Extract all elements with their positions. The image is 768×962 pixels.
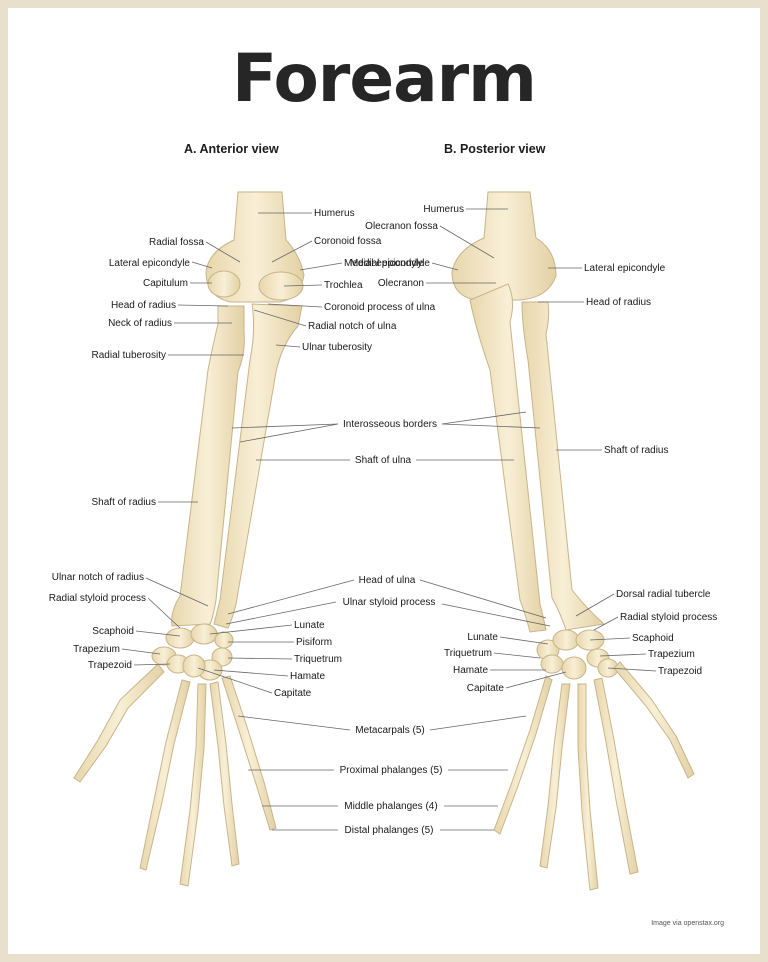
- label-ulnar-tuberosity: Ulnar tuberosity: [302, 342, 372, 353]
- label-head-of-ulna: Head of ulna: [359, 575, 416, 586]
- posterior-carpals: [536, 629, 619, 680]
- label-ulnar-styloid: Ulnar styloid process: [343, 597, 436, 608]
- label-capitate-posterior: Capitate: [467, 683, 505, 694]
- label-proximal-phalanges: Proximal phalanges (5): [340, 765, 443, 776]
- label-radial-styloid-anterior: Radial styloid process: [49, 593, 146, 604]
- label-olecranon-fossa: Olecranon fossa: [365, 221, 438, 232]
- label-interosseous-borders: Interosseous borders: [343, 419, 437, 430]
- label-radial-styloid-posterior: Radial styloid process: [620, 612, 717, 623]
- label-shaft-of-radius-posterior: Shaft of radius: [604, 445, 668, 456]
- label-triquetrum-posterior: Triquetrum: [444, 648, 492, 659]
- anterior-fingers: [73, 663, 277, 887]
- anterior-view-heading: A. Anterior view: [184, 142, 279, 156]
- label-coronoid-process: Coronoid process of ulna: [324, 302, 436, 313]
- label-medial-epicondyle-posterior: Medial epicondyle: [350, 258, 430, 269]
- label-radial-fossa: Radial fossa: [149, 237, 204, 248]
- label-pisiform: Pisiform: [296, 637, 332, 648]
- label-shaft-of-radius-anterior: Shaft of radius: [92, 497, 156, 508]
- label-medial-epicondyle: Medial epicondyle: [344, 258, 424, 269]
- label-lunate-posterior: Lunate: [467, 632, 498, 643]
- anterior-capitulum: [207, 270, 241, 298]
- label-trapezium-posterior: Trapezium: [648, 649, 695, 660]
- label-middle-phalanges: Middle phalanges (4): [344, 801, 437, 812]
- label-hamate-anterior: Hamate: [290, 671, 325, 682]
- label-humerus-posterior: Humerus: [423, 204, 464, 215]
- label-hamate-posterior: Hamate: [453, 665, 488, 676]
- anterior-skeleton: [73, 191, 305, 887]
- posterior-skeleton: [451, 191, 695, 891]
- label-shaft-of-ulna: Shaft of ulna: [355, 455, 412, 466]
- label-distal-phalanges: Distal phalanges (5): [345, 825, 434, 836]
- posterior-view-heading: B. Posterior view: [444, 142, 546, 156]
- label-head-of-radius-anterior: Head of radius: [111, 300, 176, 311]
- label-scaphoid-anterior: Scaphoid: [92, 626, 134, 637]
- label-capitulum: Capitulum: [143, 278, 188, 289]
- label-dorsal-radial-tubercle: Dorsal radial tubercle: [616, 589, 711, 600]
- image-credit: Image via openstax.org: [651, 920, 724, 927]
- anterior-labels: Radial fossa Lateral epicondyle Capitulu…: [49, 208, 436, 699]
- anterior-carpals: [151, 623, 234, 681]
- label-radial-tuberosity: Radial tuberosity: [92, 350, 166, 361]
- label-radial-notch: Radial notch of ulna: [308, 321, 397, 332]
- label-capitate-anterior: Capitate: [274, 688, 312, 699]
- posterior-humerus: [451, 191, 557, 301]
- label-humerus-anterior: Humerus: [314, 208, 355, 219]
- label-lateral-epicondyle-anterior: Lateral epicondyle: [109, 258, 191, 269]
- label-trochlea: Trochlea: [324, 280, 363, 291]
- label-triquetrum-anterior: Triquetrum: [294, 654, 342, 665]
- poster-frame: [8, 8, 760, 954]
- label-trapezoid-anterior: Trapezoid: [88, 660, 132, 671]
- label-scaphoid-posterior: Scaphoid: [632, 633, 674, 644]
- label-lateral-epicondyle-posterior: Lateral epicondyle: [584, 263, 666, 274]
- label-olecranon: Olecranon: [378, 278, 424, 289]
- shared-center-labels: Interosseous borders Shaft of ulna Head …: [340, 419, 443, 836]
- posterior-labels: Humerus Olecranon fossa Medial epicondyl…: [350, 204, 717, 694]
- label-ulnar-notch-of-radius: Ulnar notch of radius: [52, 572, 144, 583]
- anterior-trochlea: [258, 271, 304, 301]
- posterior-radius: [521, 301, 606, 631]
- anterior-ulna: [213, 303, 303, 629]
- label-lunate-anterior: Lunate: [294, 620, 325, 631]
- label-trapezoid-posterior: Trapezoid: [658, 666, 702, 677]
- label-head-of-radius-posterior: Head of radius: [586, 297, 651, 308]
- posterior-ulna: [469, 283, 547, 633]
- label-neck-of-radius: Neck of radius: [108, 318, 172, 329]
- posterior-fingers: [493, 661, 695, 891]
- label-metacarpals: Metacarpals (5): [355, 725, 424, 736]
- leader-lines: [121, 208, 657, 831]
- page-title: Forearm: [232, 40, 537, 117]
- label-trapezium-anterior: Trapezium: [73, 644, 120, 655]
- label-coronoid-fossa: Coronoid fossa: [314, 236, 382, 247]
